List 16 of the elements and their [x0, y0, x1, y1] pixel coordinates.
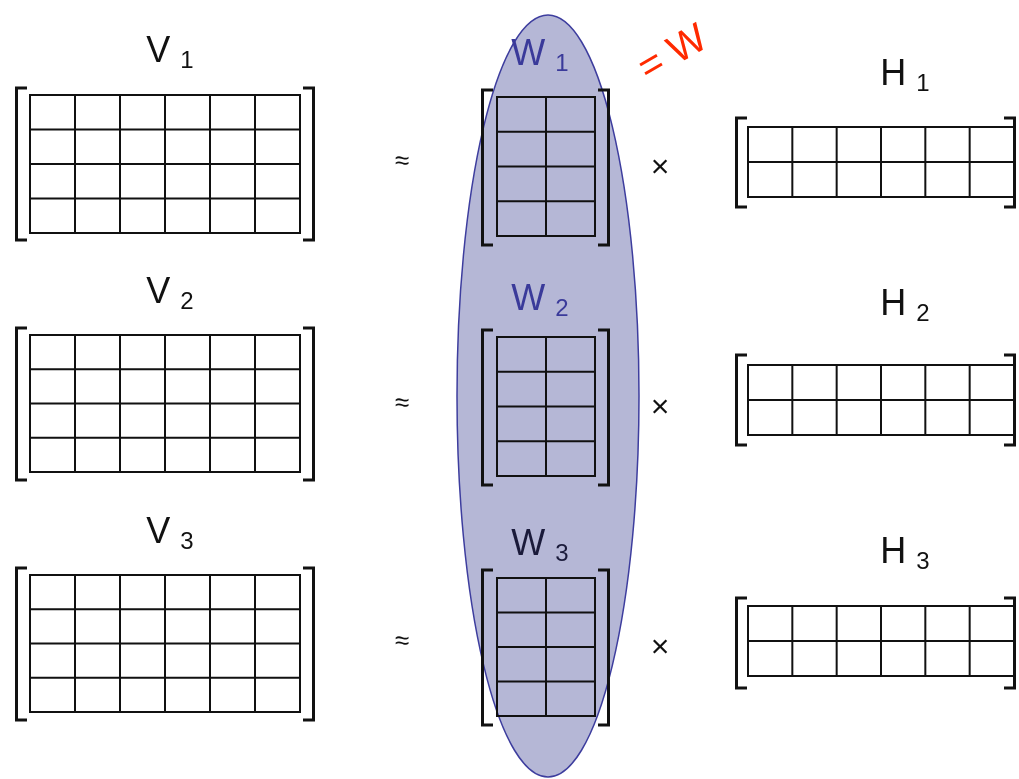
matrix-label: V$_{3}$	[146, 511, 194, 556]
matrix-label: W$_{3}$	[511, 523, 569, 568]
matrix-label: V$_{1}$	[146, 30, 194, 75]
annotation-text: = W	[629, 14, 715, 90]
matrix-label: H$_{1}$	[880, 53, 930, 98]
matrix-label: H$_{3}$	[880, 531, 930, 576]
matrix-label: W$_{2}$	[511, 278, 569, 323]
approx-sign: ≈	[394, 624, 410, 656]
matrix-label: V$_{2}$	[146, 271, 194, 316]
approx-sign: ≈	[394, 386, 410, 418]
approx-sign: ≈	[394, 144, 410, 176]
matrix-label: H$_{2}$	[880, 283, 930, 328]
times-sign: ×	[650, 627, 670, 665]
times-sign: ×	[650, 387, 670, 425]
times-sign: ×	[650, 147, 670, 185]
matrix-label: W$_{1}$	[511, 33, 569, 78]
